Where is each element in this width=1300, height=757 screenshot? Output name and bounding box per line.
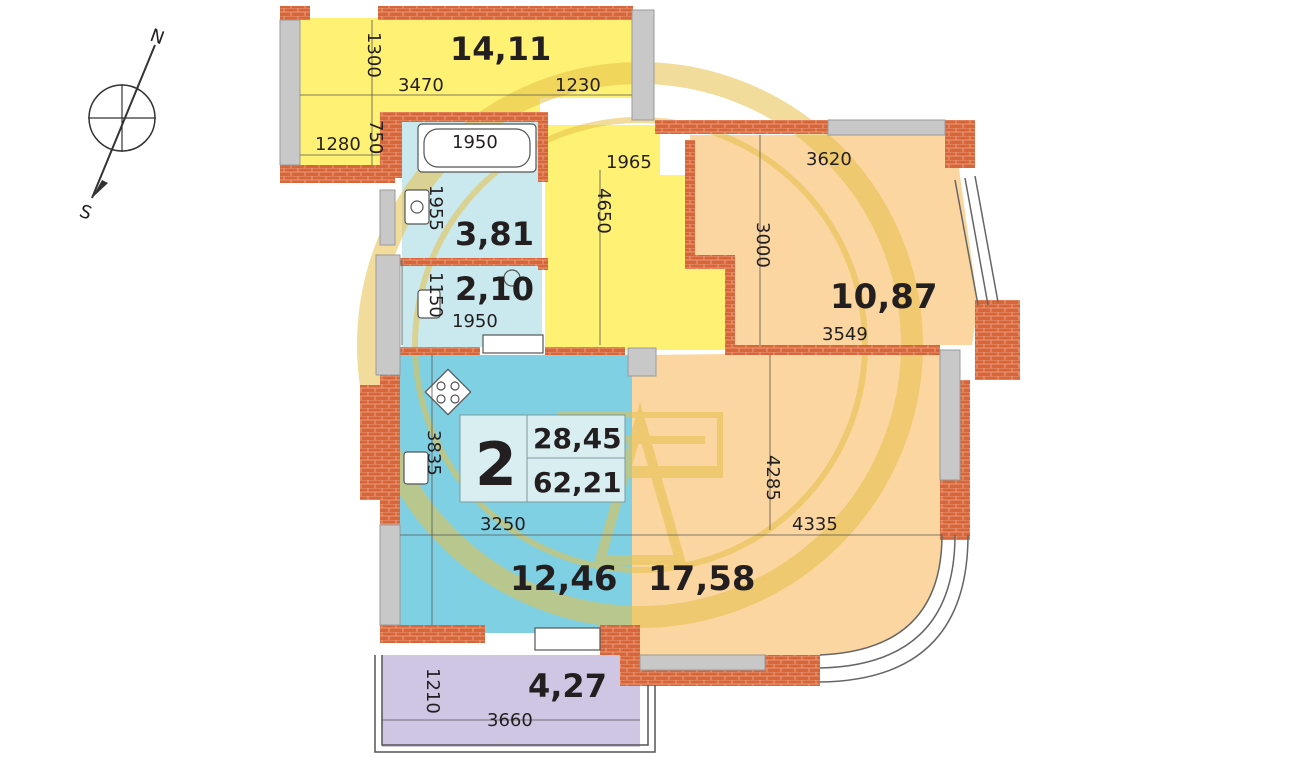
bathtub <box>417 123 537 173</box>
loggia-door <box>534 627 601 651</box>
dim-3470: 3470 <box>398 75 444 96</box>
living-curved-window <box>819 534 969 683</box>
living-area-value: 28,45 <box>533 422 622 455</box>
dim-1280: 1280 <box>315 134 361 155</box>
dim-4285: 4285 <box>762 455 783 501</box>
dim-3549: 3549 <box>822 324 868 345</box>
compass-north-label: N <box>147 25 167 49</box>
sink-bath <box>404 189 430 225</box>
bedroom-bay-window <box>954 175 999 306</box>
dim-3250: 3250 <box>480 514 526 535</box>
kitchen-sink <box>403 451 429 485</box>
fixtures <box>403 123 601 651</box>
top-balcony-floor <box>300 18 632 165</box>
dim-1230: 1230 <box>555 75 601 96</box>
dim-3620: 3620 <box>806 149 852 170</box>
dim-1950-wc: 1950 <box>452 311 498 332</box>
summary-box: 2 28,45 62,21 <box>459 414 626 503</box>
dim-3660: 3660 <box>487 710 533 731</box>
dim-1300: 1300 <box>363 32 384 78</box>
compass-needle-south <box>92 180 108 198</box>
area-bathroom: 3,81 <box>455 215 534 253</box>
dim-4335: 4335 <box>792 514 838 535</box>
walls <box>280 6 1020 686</box>
compass: N S <box>77 25 168 225</box>
loggia-floor <box>382 655 640 747</box>
area-toilet: 2,10 <box>455 270 534 308</box>
dim-1210: 1210 <box>422 668 443 714</box>
dim-1150: 1150 <box>425 272 446 318</box>
area-kitchen: 12,46 <box>510 559 618 599</box>
dimension-lines <box>300 20 942 721</box>
dim-1965: 1965 <box>606 152 652 173</box>
windows <box>279 9 961 671</box>
washer <box>482 334 544 354</box>
dim-4650: 4650 <box>593 188 614 234</box>
compass-south-label: S <box>77 201 95 225</box>
area-loggia: 4,27 <box>528 667 607 705</box>
dim-750: 750 <box>365 120 386 154</box>
living-floor <box>632 352 942 655</box>
dim-1950-bath: 1950 <box>452 132 498 153</box>
area-bedroom: 10,87 <box>830 277 938 317</box>
dimension-labels: 1300 3470 1230 1280 750 1950 1965 4650 1… <box>315 32 868 731</box>
dim-3835: 3835 <box>423 430 444 476</box>
total-area-value: 62,21 <box>533 466 622 499</box>
dim-1955: 1955 <box>425 185 446 231</box>
rooms-count: 2 <box>475 430 517 500</box>
dim-3000: 3000 <box>752 222 773 268</box>
compass-needle <box>91 44 156 199</box>
area-balcony-top: 14,11 <box>450 30 551 68</box>
toilet-bowl <box>417 289 441 319</box>
loggia-railing <box>374 655 656 753</box>
area-living: 17,58 <box>648 559 756 599</box>
stove <box>424 368 472 416</box>
corridor-floor <box>545 125 730 350</box>
